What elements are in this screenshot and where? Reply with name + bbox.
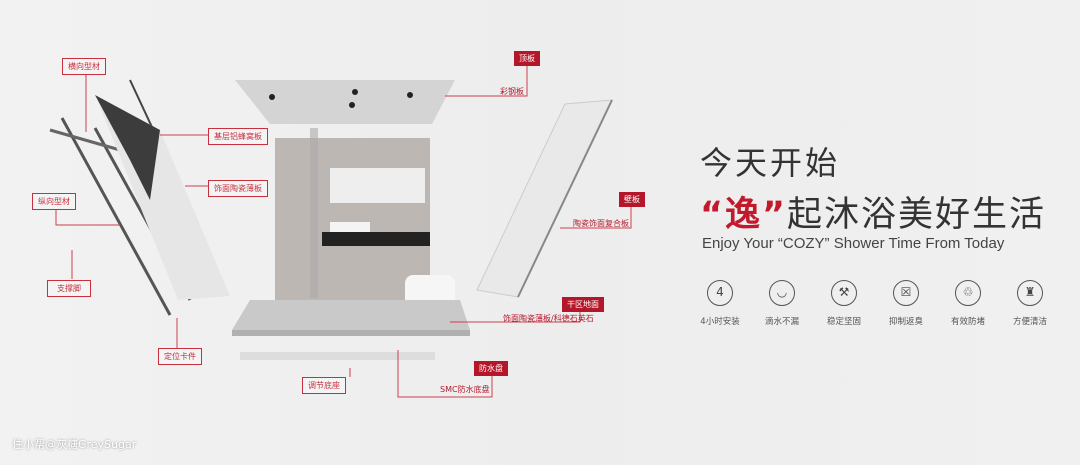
label-support-leg: 支撑脚 — [47, 280, 91, 297]
feature-anticlog: ♲ 有效防堵 — [938, 280, 998, 327]
feature-sturdy: ⚒ 稳定坚固 — [814, 280, 874, 327]
feature-label: 有效防堵 — [950, 317, 985, 327]
label-wall-sub: 陶瓷饰面复合板 — [573, 219, 629, 228]
feature-label: 稳定坚固 — [826, 317, 861, 327]
feature-odor: ☒ 抑制返臭 — [876, 280, 936, 327]
headline-rest: 起沐浴美好生活 — [787, 195, 1047, 235]
feature-label: 抑制返臭 — [888, 317, 923, 327]
label-base-panel: 基层铝蜂窝板 — [208, 128, 268, 145]
label-ceiling: 顶板 — [514, 51, 540, 66]
label-tray: 防水盘 — [474, 361, 508, 376]
label-tray-sub: SMC防水底盘 — [440, 385, 490, 394]
label-dry-floor: 干区地面 — [562, 297, 604, 312]
feature-install: 4 4小时安装 — [690, 280, 750, 327]
feature-clean: ♜ 方便清洁 — [1000, 280, 1060, 327]
label-adjust-base: 调节底座 — [302, 377, 346, 394]
headline-line2: “逸”起沐浴美好生活 — [700, 186, 1046, 237]
label-vertical-profile: 纵向型材 — [32, 193, 76, 210]
label-finish-panel: 饰面陶瓷薄板 — [208, 180, 268, 197]
hammer-icon: ⚒ — [831, 280, 857, 306]
headline-highlight: “逸” — [700, 195, 788, 235]
feature-label: 方便清洁 — [1012, 317, 1047, 327]
spray-bottle-icon: ♜ — [1017, 280, 1043, 306]
label-wall: 壁板 — [619, 192, 645, 207]
feature-waterproof: ◡ 滴水不漏 — [752, 280, 812, 327]
water-drop-icon: ◡ — [769, 280, 795, 306]
clock-icon: 4 — [707, 280, 733, 306]
recycle-icon: ♲ — [955, 280, 981, 306]
feature-label: 4小时安装 — [700, 317, 740, 327]
label-dry-floor-sub: 饰面陶瓷薄板/科德石英石 — [503, 314, 594, 323]
odor-trap-icon: ☒ — [893, 280, 919, 306]
label-locator-clip: 定位卡件 — [158, 348, 202, 365]
headline-english: Enjoy Your “COZY” Shower Time From Today — [702, 235, 1005, 252]
headline-line1: 今天开始 — [700, 144, 841, 182]
feature-label: 滴水不漏 — [764, 317, 799, 327]
watermark: 住小帮@灰糖GreySugar — [12, 438, 137, 451]
label-ceiling-sub: 彩钢板 — [500, 87, 524, 96]
label-horizontal-profile: 横向型材 — [62, 58, 106, 75]
